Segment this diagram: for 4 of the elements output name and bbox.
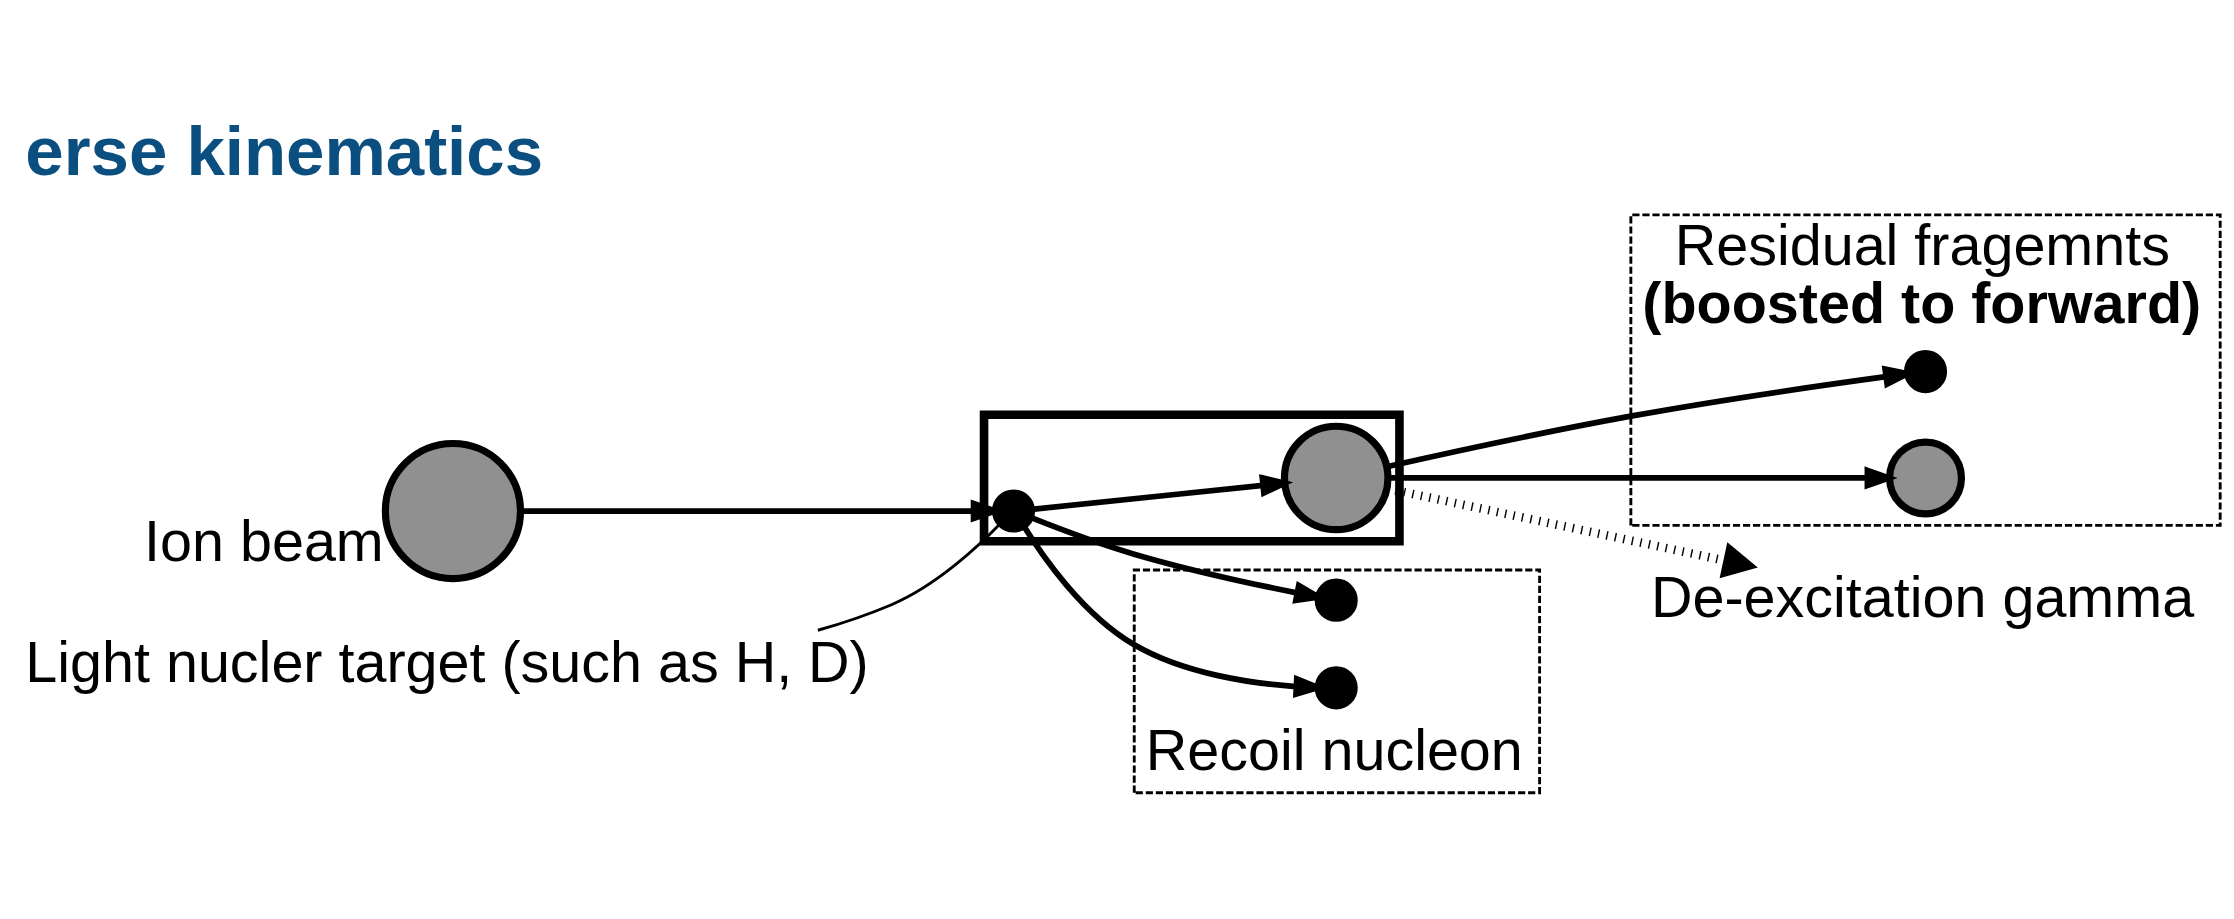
- node-text: De-excitation gamma: [1650, 564, 2195, 629]
- node-text: Light nucler target (such as H, D): [25, 629, 869, 694]
- node-label: Ion beam: [144, 508, 384, 573]
- diagram-title: erse kinematics: [25, 112, 544, 190]
